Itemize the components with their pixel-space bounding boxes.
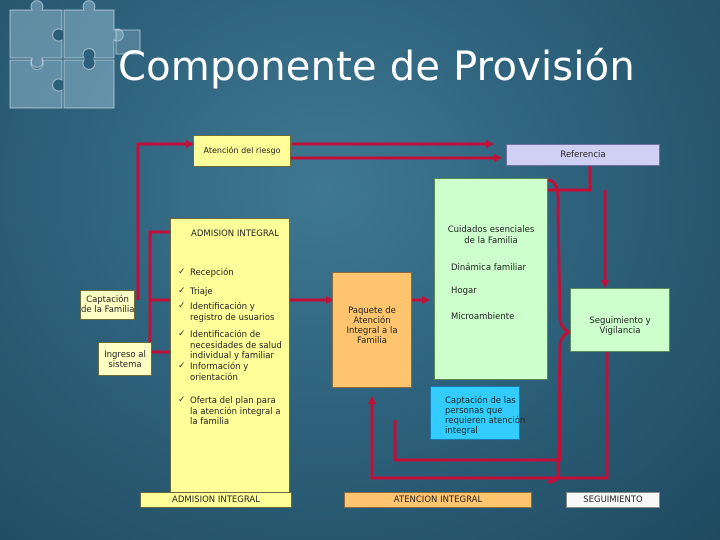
cuidados-line-1: Cuidados esenciales bbox=[447, 225, 535, 235]
check-icon: ✓ bbox=[178, 361, 186, 371]
paquete-line-2: Atención bbox=[353, 316, 391, 326]
atencion-riesgo-box: Atención del riesgo bbox=[193, 135, 291, 167]
seguimiento-vigilancia-box: Seguimiento y Vigilancia bbox=[570, 288, 670, 352]
puzzle-pieces-decoration bbox=[9, 0, 141, 109]
footer-admision-box: ADMISION INTEGRAL bbox=[140, 492, 292, 508]
admision-integral-heading: ADMISION INTEGRAL bbox=[191, 229, 279, 239]
checklist-item-text: Oferta del plan para bbox=[190, 396, 276, 406]
checklist-item-text: Identificación de bbox=[190, 330, 261, 340]
checklist-item-text: Recepción bbox=[190, 268, 234, 278]
footer-seguimiento-label: SEGUIMIENTO bbox=[583, 495, 643, 505]
admision-integral-box: ADMISION INTEGRAL bbox=[170, 218, 290, 502]
checklist-item-text: individual y familiar bbox=[190, 351, 274, 361]
check-icon: ✓ bbox=[178, 286, 186, 296]
captacion-personas-line-1: Captación de las bbox=[445, 396, 516, 406]
referencia-label: Referencia bbox=[560, 150, 606, 160]
check-icon: ✓ bbox=[178, 301, 186, 311]
captacion-familia-line-2: de la Familia bbox=[81, 305, 135, 315]
checklist-item-text: orientación bbox=[190, 372, 238, 383]
checklist-item-text: registro de usuarios bbox=[190, 312, 275, 323]
captacion-familia-line-1: Captación bbox=[86, 295, 129, 305]
cuidados-line-2: de la Familia bbox=[464, 236, 518, 246]
captacion-personas-line-4: integral bbox=[445, 426, 478, 436]
checklist-item-text: la familia bbox=[190, 417, 230, 427]
seguimiento-line-1: Seguimiento y bbox=[589, 316, 651, 326]
check-icon: ✓ bbox=[178, 395, 186, 405]
paquete-line-3: Integral a la bbox=[346, 326, 398, 336]
check-icon: ✓ bbox=[178, 267, 186, 277]
seguimiento-line-2: Vigilancia bbox=[599, 326, 641, 336]
check-icon: ✓ bbox=[178, 329, 186, 339]
footer-seguimiento-box: SEGUIMIENTO bbox=[566, 492, 660, 508]
hogar-label: Hogar bbox=[451, 286, 477, 296]
checklist-item-text: Información y bbox=[190, 362, 249, 372]
captacion-personas-line-3: requieren atención bbox=[445, 416, 526, 426]
captacion-personas-box: Captación de las personas que requieren … bbox=[430, 386, 525, 440]
footer-atencion-label: ATENCION INTEGRAL bbox=[393, 495, 483, 505]
captacion-personas-line-2: personas que bbox=[445, 406, 503, 416]
ingreso-sistema-line-2: sistema bbox=[108, 360, 142, 370]
dinamica-familiar-label: Dinámica familiar bbox=[451, 263, 526, 273]
ingreso-sistema-box: Ingreso al sistema bbox=[98, 342, 152, 376]
captacion-familia-box: Captación de la Familia bbox=[80, 290, 135, 320]
checklist-item-text: Identificación y bbox=[190, 302, 255, 312]
paquete-line-4: Familia bbox=[357, 336, 387, 346]
referencia-box: Referencia bbox=[506, 144, 660, 166]
checklist-item-text: Triaje bbox=[190, 287, 213, 297]
paquete-line-1: Paquete de bbox=[348, 306, 396, 316]
paquete-atencion-box: Paquete de Atención Integral a la Famili… bbox=[332, 272, 412, 388]
footer-atencion-box: ATENCION INTEGRAL bbox=[344, 492, 532, 508]
checklist-item-text: necesidades de salud bbox=[190, 340, 282, 351]
atencion-riesgo-label: Atención del riesgo bbox=[203, 146, 281, 155]
cuidados-esenciales-box: Cuidados esenciales de la Familia Dinámi… bbox=[434, 178, 548, 380]
slide-title: Componente de Provisión bbox=[118, 44, 635, 90]
ingreso-sistema-line-1: Ingreso al bbox=[104, 350, 146, 360]
microambiente-label: Microambiente bbox=[451, 312, 515, 322]
checklist-item-text: la atención integral a bbox=[190, 406, 281, 417]
footer-admision-label: ADMISION INTEGRAL bbox=[172, 495, 260, 505]
